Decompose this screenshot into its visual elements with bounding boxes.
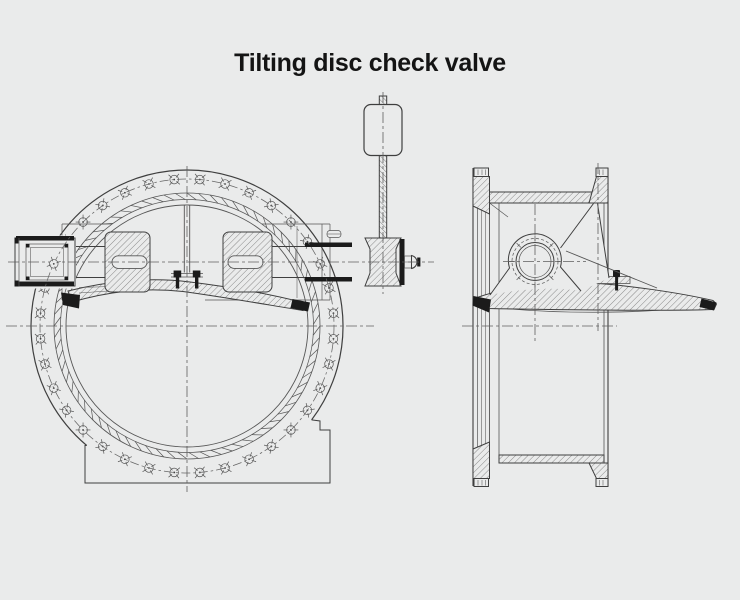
trunnion-hub	[489, 233, 582, 296]
body-bottom-wall	[472, 441, 609, 487]
bolt-hole-overlay	[46, 256, 61, 271]
raised-face-hatch-ticks	[53, 192, 321, 460]
body-outline	[30, 169, 344, 446]
disc-bolt	[613, 270, 620, 277]
disc-section	[61, 279, 310, 312]
disc-seal-right	[699, 298, 717, 311]
lever-arm-rib	[559, 203, 658, 291]
front-view	[6, 92, 434, 492]
drawing-title: Tilting disc check valve	[234, 49, 506, 77]
bolt-circle	[39, 178, 335, 474]
seat-seal-right	[290, 299, 310, 312]
disc-hub-right	[222, 231, 273, 293]
side-view-centerlines	[462, 163, 617, 341]
front-view-centerlines	[6, 92, 434, 492]
disc-seal-left	[472, 296, 491, 313]
pedestal-base	[84, 419, 331, 484]
body-top-wall	[472, 167, 609, 218]
seat-seal-left	[61, 292, 80, 309]
flange-face-lines	[472, 168, 609, 486]
packing-gland	[305, 230, 352, 282]
side-view	[462, 163, 718, 487]
shaft-lines	[75, 246, 307, 278]
